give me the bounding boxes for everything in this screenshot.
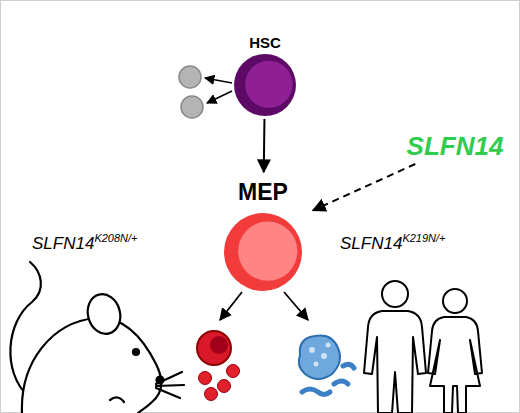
granule <box>314 362 319 367</box>
stem-cell: HSC <box>225 33 305 119</box>
erythroblast-nucleus <box>210 336 228 354</box>
human-body <box>364 311 426 413</box>
lineage-arrow <box>220 292 242 320</box>
human-body <box>428 317 482 413</box>
platelet-cells <box>299 336 354 395</box>
granule <box>321 353 327 359</box>
gene-label: SLFN14 <box>400 128 510 164</box>
mouse-paw <box>110 397 124 402</box>
human-head <box>382 281 408 307</box>
whisker <box>156 372 182 384</box>
mouse-ear <box>83 291 124 338</box>
human-head <box>443 289 467 313</box>
megakaryocyte <box>299 336 340 380</box>
gene-name: SLFN14 <box>400 128 510 164</box>
mouse-eye <box>133 349 139 355</box>
differentiation-arrow <box>263 119 266 172</box>
renewal-arrow <box>207 91 232 103</box>
cell-outline <box>213 212 313 292</box>
cell-membrane <box>234 54 296 116</box>
lineage-arrow <box>284 292 308 320</box>
daughter-cell <box>179 66 201 88</box>
renewal-arrow <box>205 78 232 83</box>
progenitor-cell: MEP <box>213 172 313 294</box>
platelet <box>302 389 330 395</box>
cell-nucleus <box>238 222 297 281</box>
platelet <box>334 381 348 384</box>
red-blood-cell <box>205 388 218 401</box>
red-blood-cell <box>199 372 212 385</box>
cell-name: HSC <box>225 33 305 53</box>
genotype-label: SLFN14K219N/+ <box>340 232 446 254</box>
erythroid-cells <box>197 331 240 401</box>
red-blood-cell <box>218 380 231 393</box>
mouse-body <box>22 318 161 413</box>
red-blood-cell <box>227 365 240 378</box>
mouse-outline <box>10 262 184 413</box>
daughter-cell <box>181 96 203 118</box>
platelet <box>343 364 354 368</box>
granule <box>309 347 315 353</box>
granule <box>326 343 331 348</box>
whisker <box>156 388 180 398</box>
regulation-arrow <box>313 164 415 210</box>
cell-outline <box>225 53 305 117</box>
cell-membrane <box>224 213 302 291</box>
erythroblast <box>197 331 231 365</box>
cell-nucleus <box>245 61 292 108</box>
genotype-label: SLFN14K208N/+ <box>32 232 138 254</box>
human-figures <box>364 281 482 413</box>
cell-name: MEP <box>213 172 313 212</box>
whisker <box>156 385 184 386</box>
